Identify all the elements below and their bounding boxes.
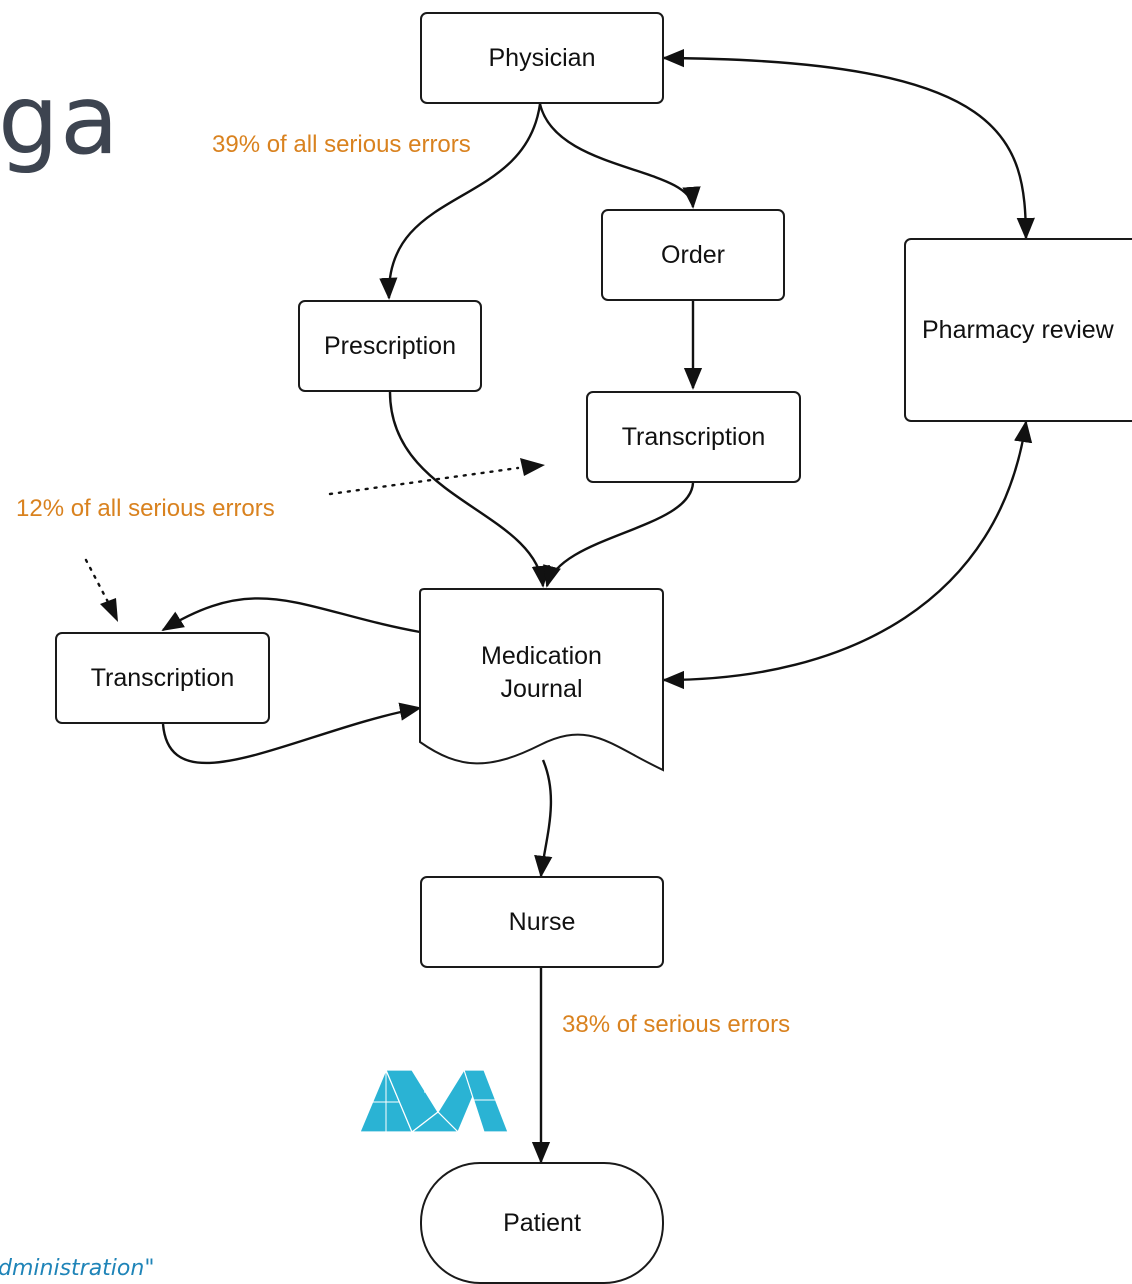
pharmacy-review-label: Pharmacy review bbox=[922, 315, 1114, 344]
annotation-physician-errors: 39% of all serious errors bbox=[212, 131, 471, 158]
annotation-nurse-errors: 38% of serious errors bbox=[562, 1011, 791, 1038]
edge-journal-transcription-left bbox=[161, 597, 421, 634]
edge-prescription-journal bbox=[388, 391, 550, 588]
edge-transcription-left-journal bbox=[161, 702, 422, 765]
nurse-box: Nurse bbox=[420, 876, 664, 968]
pointer-transcription-left-errors bbox=[84, 558, 110, 604]
nurse-label: Nurse bbox=[508, 907, 576, 936]
patient-terminal: Patient bbox=[420, 1162, 664, 1284]
edge-physician-pharmacy bbox=[662, 48, 1035, 240]
medication-journal-text: Medication Journal bbox=[420, 640, 663, 706]
logo-icon bbox=[360, 1068, 509, 1134]
prescription-box: Prescription bbox=[298, 300, 482, 392]
edge-physician-order bbox=[538, 103, 701, 209]
edge-physician-prescription bbox=[379, 103, 542, 300]
pharmacy-review-box: Pharmacy review bbox=[904, 238, 1132, 422]
order-label: Order bbox=[661, 240, 725, 269]
pointer-arrowhead-1 bbox=[520, 458, 545, 476]
annotation-transcription-errors: 12% of all serious errors bbox=[16, 495, 275, 522]
pointer-arrowhead-2 bbox=[100, 598, 118, 622]
slide-title-fragment: ga bbox=[0, 64, 120, 176]
order-box: Order bbox=[601, 209, 785, 301]
transcription-box-top: Transcription bbox=[586, 391, 801, 483]
patient-label: Patient bbox=[503, 1208, 581, 1237]
transcription-box-left: Transcription bbox=[55, 632, 270, 724]
edge-journal-nurse bbox=[534, 759, 553, 878]
medication-journal-line2: Journal bbox=[500, 675, 583, 703]
physician-box: Physician bbox=[420, 12, 664, 104]
edge-transcription-journal bbox=[543, 482, 695, 588]
footer-citation: dministration" bbox=[0, 1256, 155, 1281]
medication-journal-shape bbox=[419, 588, 664, 772]
transcription-left-label: Transcription bbox=[90, 663, 235, 692]
transcription-top-label: Transcription bbox=[621, 422, 766, 451]
physician-label: Physician bbox=[488, 43, 596, 72]
pointer-transcription-errors bbox=[328, 466, 520, 496]
edge-pharmacy-journal bbox=[662, 420, 1033, 690]
prescription-label: Prescription bbox=[324, 331, 456, 360]
medication-journal-line1: Medication bbox=[481, 642, 602, 670]
